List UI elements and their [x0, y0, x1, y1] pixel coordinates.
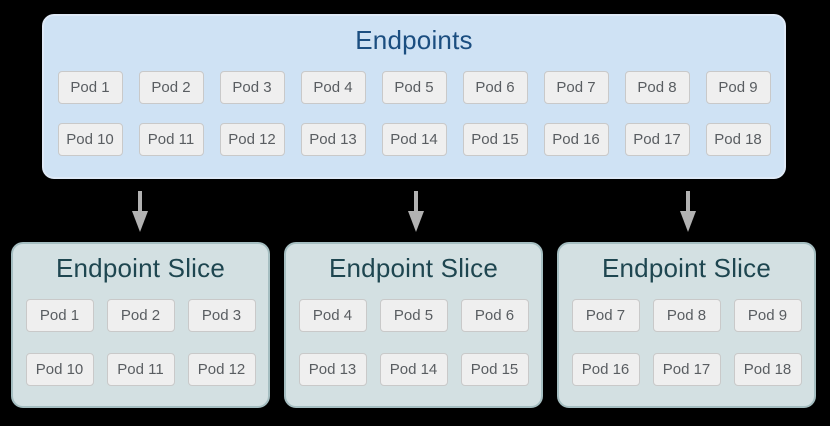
pod-chip: Pod 15 [460, 353, 529, 386]
pod-row: Pod 1 Pod 2 Pod 3 Pod 4 Pod 5 Pod 6 Pod 7 Pod 8… [44, 71, 784, 104]
pod-chip: Pod 7 [571, 299, 640, 332]
pod-chip: Pod 15 [462, 123, 528, 156]
pod-chip: Pod 3 [219, 71, 285, 104]
pod-chip: Pod 5 [379, 299, 448, 332]
pod-chip: Pod 2 [138, 71, 204, 104]
pod-chip: Pod 1 [57, 71, 123, 104]
pod-chip: Pod 7 [543, 71, 609, 104]
arrow-down-icon [408, 191, 424, 232]
pod-chip: Pod 13 [298, 353, 367, 386]
endpoint-slice-title: Endpoint Slice [328, 253, 499, 283]
pod-chip: Pod 14 [379, 353, 448, 386]
pod-chip: Pod 12 [187, 353, 256, 386]
pod-row: Pod 10 Pod 11 Pod 12 [13, 353, 268, 386]
slice-pod-grid: Pod 4 Pod 5 Pod 6 Pod 13 Pod 14 Pod 15 [286, 299, 541, 386]
pod-row: Pod 13 Pod 14 Pod 15 [286, 353, 541, 386]
endpoints-title: Endpoints [355, 25, 473, 55]
pod-chip: Pod 10 [57, 123, 123, 156]
pod-chip: Pod 6 [462, 71, 528, 104]
arrow-stem [686, 191, 690, 211]
arrow-stem [138, 191, 142, 211]
arrow-head [132, 211, 148, 232]
pod-row: Pod 16 Pod 17 Pod 18 [559, 353, 814, 386]
pod-chip: Pod 16 [571, 353, 640, 386]
slice-pod-grid: Pod 1 Pod 2 Pod 3 Pod 10 Pod 11 Pod 12 [13, 299, 268, 386]
endpoint-slice-title: Endpoint Slice [601, 253, 772, 283]
pod-chip: Pod 12 [219, 123, 285, 156]
arrow-head [408, 211, 424, 232]
pod-row: Pod 10 Pod 11 Pod 12 Pod 13 Pod 14 Pod 15 Pod … [44, 123, 784, 156]
pod-chip: Pod 11 [138, 123, 204, 156]
pod-chip: Pod 14 [381, 123, 447, 156]
pod-chip: Pod 4 [300, 71, 366, 104]
pod-chip: Pod 18 [733, 353, 802, 386]
pod-row: Pod 7 Pod 8 Pod 9 [559, 299, 814, 332]
pod-chip: Pod 8 [624, 71, 690, 104]
slice-pod-grid: Pod 7 Pod 8 Pod 9 Pod 16 Pod 17 Pod 18 [559, 299, 814, 386]
pod-row: Pod 1 Pod 2 Pod 3 [13, 299, 268, 332]
pod-chip: Pod 13 [300, 123, 366, 156]
pod-chip: Pod 18 [705, 123, 771, 156]
pod-chip: Pod 3 [187, 299, 256, 332]
endpoints-box: Endpoints Pod 1 Pod 2 Pod 3 Pod 4 Pod 5 Pod 6… [42, 14, 786, 179]
pod-chip: Pod 9 [733, 299, 802, 332]
pod-chip: Pod 1 [25, 299, 94, 332]
pod-chip: Pod 5 [381, 71, 447, 104]
pod-chip: Pod 17 [624, 123, 690, 156]
pod-chip: Pod 11 [106, 353, 175, 386]
endpoints-pod-grid: Pod 1 Pod 2 Pod 3 Pod 4 Pod 5 Pod 6 Pod 7 Pod 8… [44, 71, 784, 156]
pod-chip: Pod 10 [25, 353, 94, 386]
pod-chip: Pod 8 [652, 299, 721, 332]
pod-chip: Pod 17 [652, 353, 721, 386]
pod-row: Pod 4 Pod 5 Pod 6 [286, 299, 541, 332]
pod-chip: Pod 4 [298, 299, 367, 332]
arrow-stem [414, 191, 418, 211]
arrow-down-icon [680, 191, 696, 232]
arrow-down-icon [132, 191, 148, 232]
pod-chip: Pod 2 [106, 299, 175, 332]
pod-chip: Pod 16 [543, 123, 609, 156]
endpoint-slice-title: Endpoint Slice [55, 253, 226, 283]
pod-chip: Pod 9 [705, 71, 771, 104]
pod-chip: Pod 6 [460, 299, 529, 332]
arrow-head [680, 211, 696, 232]
